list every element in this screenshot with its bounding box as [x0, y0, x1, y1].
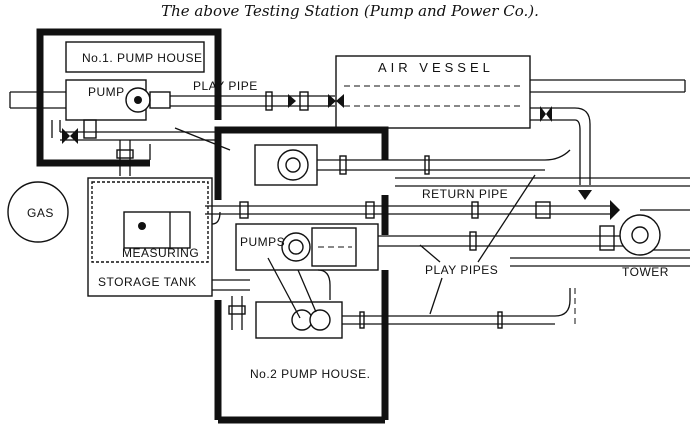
play-pipes-label: PLAY PIPES	[425, 263, 498, 277]
storage-tank-label: STORAGE TANK	[98, 275, 197, 289]
lower-pump	[228, 257, 576, 339]
tower-pipes	[395, 177, 690, 267]
gas-holder	[7, 181, 69, 243]
air-vessel	[335, 55, 686, 200]
return-pipe	[205, 200, 620, 220]
figure-caption: The above Testing Station (Pump and Powe…	[161, 2, 539, 20]
pump-house-1-label: No.1. PUMP HOUSE	[82, 51, 202, 65]
gas-label: GAS	[27, 206, 54, 220]
pump-house-1	[36, 28, 222, 167]
pump-house-2-label: No.2 PUMP HOUSE.	[250, 367, 370, 381]
play-pipe-label: PLAY PIPE	[193, 79, 258, 93]
play-pipe-1	[9, 91, 344, 111]
tower-label: TOWER	[622, 265, 669, 279]
storage-tank	[87, 177, 250, 297]
central-pumps	[235, 223, 640, 271]
pump-house-2	[214, 126, 389, 424]
play-pipes-leaders	[419, 174, 536, 315]
pump-1-pipework	[51, 119, 231, 176]
measuring-label: MEASURING	[122, 246, 199, 260]
upper-pump	[254, 144, 571, 186]
tower	[619, 214, 661, 256]
pump-1	[65, 79, 171, 121]
air-vessel-label: AIR VESSEL	[378, 60, 494, 75]
pumps-label: PUMPS	[240, 235, 285, 249]
pump-label: PUMP	[88, 85, 125, 99]
return-pipe-label: RETURN PIPE	[422, 187, 508, 201]
